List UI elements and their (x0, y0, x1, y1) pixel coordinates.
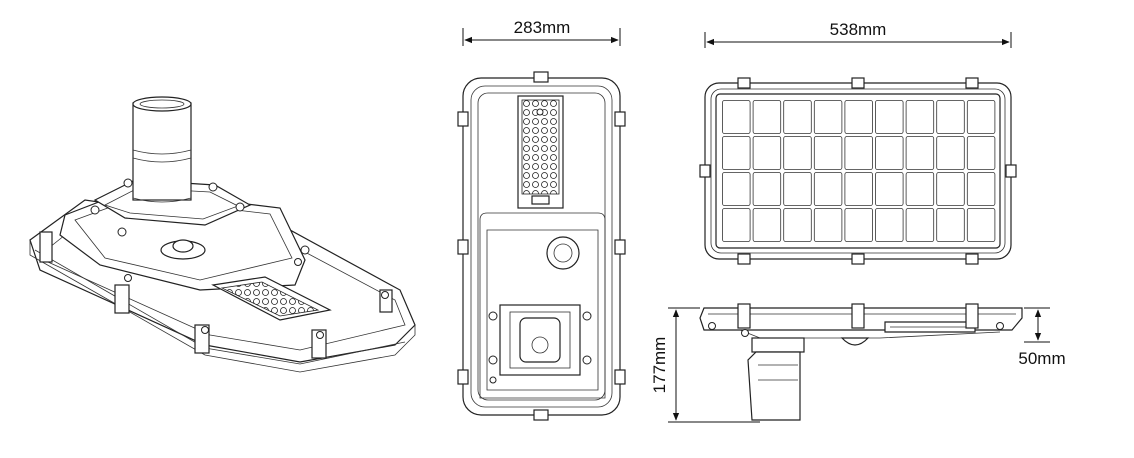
solar-cell (966, 100, 996, 134)
solar-cell (936, 208, 965, 242)
solar-cell (752, 172, 782, 206)
solar-cell (722, 136, 751, 170)
solar-cell (844, 100, 873, 134)
isometric-view (29, 96, 416, 373)
solar-cell (936, 172, 965, 206)
solar-cell (722, 208, 751, 242)
solar-cell (905, 136, 935, 170)
solar-cell (722, 172, 751, 206)
solar-cell (966, 136, 996, 170)
solar-cell (813, 208, 843, 242)
solar-cell (875, 100, 904, 134)
top-view: 538mm (699, 20, 1017, 265)
solar-cell (813, 172, 843, 206)
front-width-label: 283mm (514, 18, 571, 37)
solar-cell (875, 208, 904, 242)
solar-cell (905, 208, 935, 242)
solar-cell (966, 208, 996, 242)
solar-cell (936, 136, 965, 170)
solar-cell (966, 172, 996, 206)
solar-cell (905, 172, 935, 206)
solar-cell (936, 100, 965, 134)
solar-cell (722, 100, 751, 134)
solar-cell (752, 208, 782, 242)
solar-cell (844, 136, 873, 170)
side-height-label: 177mm (650, 337, 669, 394)
top-length-label: 538mm (830, 20, 887, 39)
solar-cell (783, 136, 812, 170)
solar-cell (783, 100, 812, 134)
solar-cell (752, 100, 782, 134)
side-thickness-label: 50mm (1018, 349, 1065, 368)
solar-cell (844, 172, 873, 206)
solar-cell (783, 172, 812, 206)
solar-cell (813, 136, 843, 170)
solar-cell (905, 100, 935, 134)
side-view: 177mm 50mm (650, 303, 1066, 423)
solar-cell (813, 100, 843, 134)
solar-cell (875, 172, 904, 206)
front-view: 283mm (457, 18, 626, 421)
solar-cell-grid (722, 100, 996, 242)
solar-cell (844, 208, 873, 242)
solar-cell (875, 136, 904, 170)
solar-cell (752, 136, 782, 170)
solar-cell (783, 208, 812, 242)
